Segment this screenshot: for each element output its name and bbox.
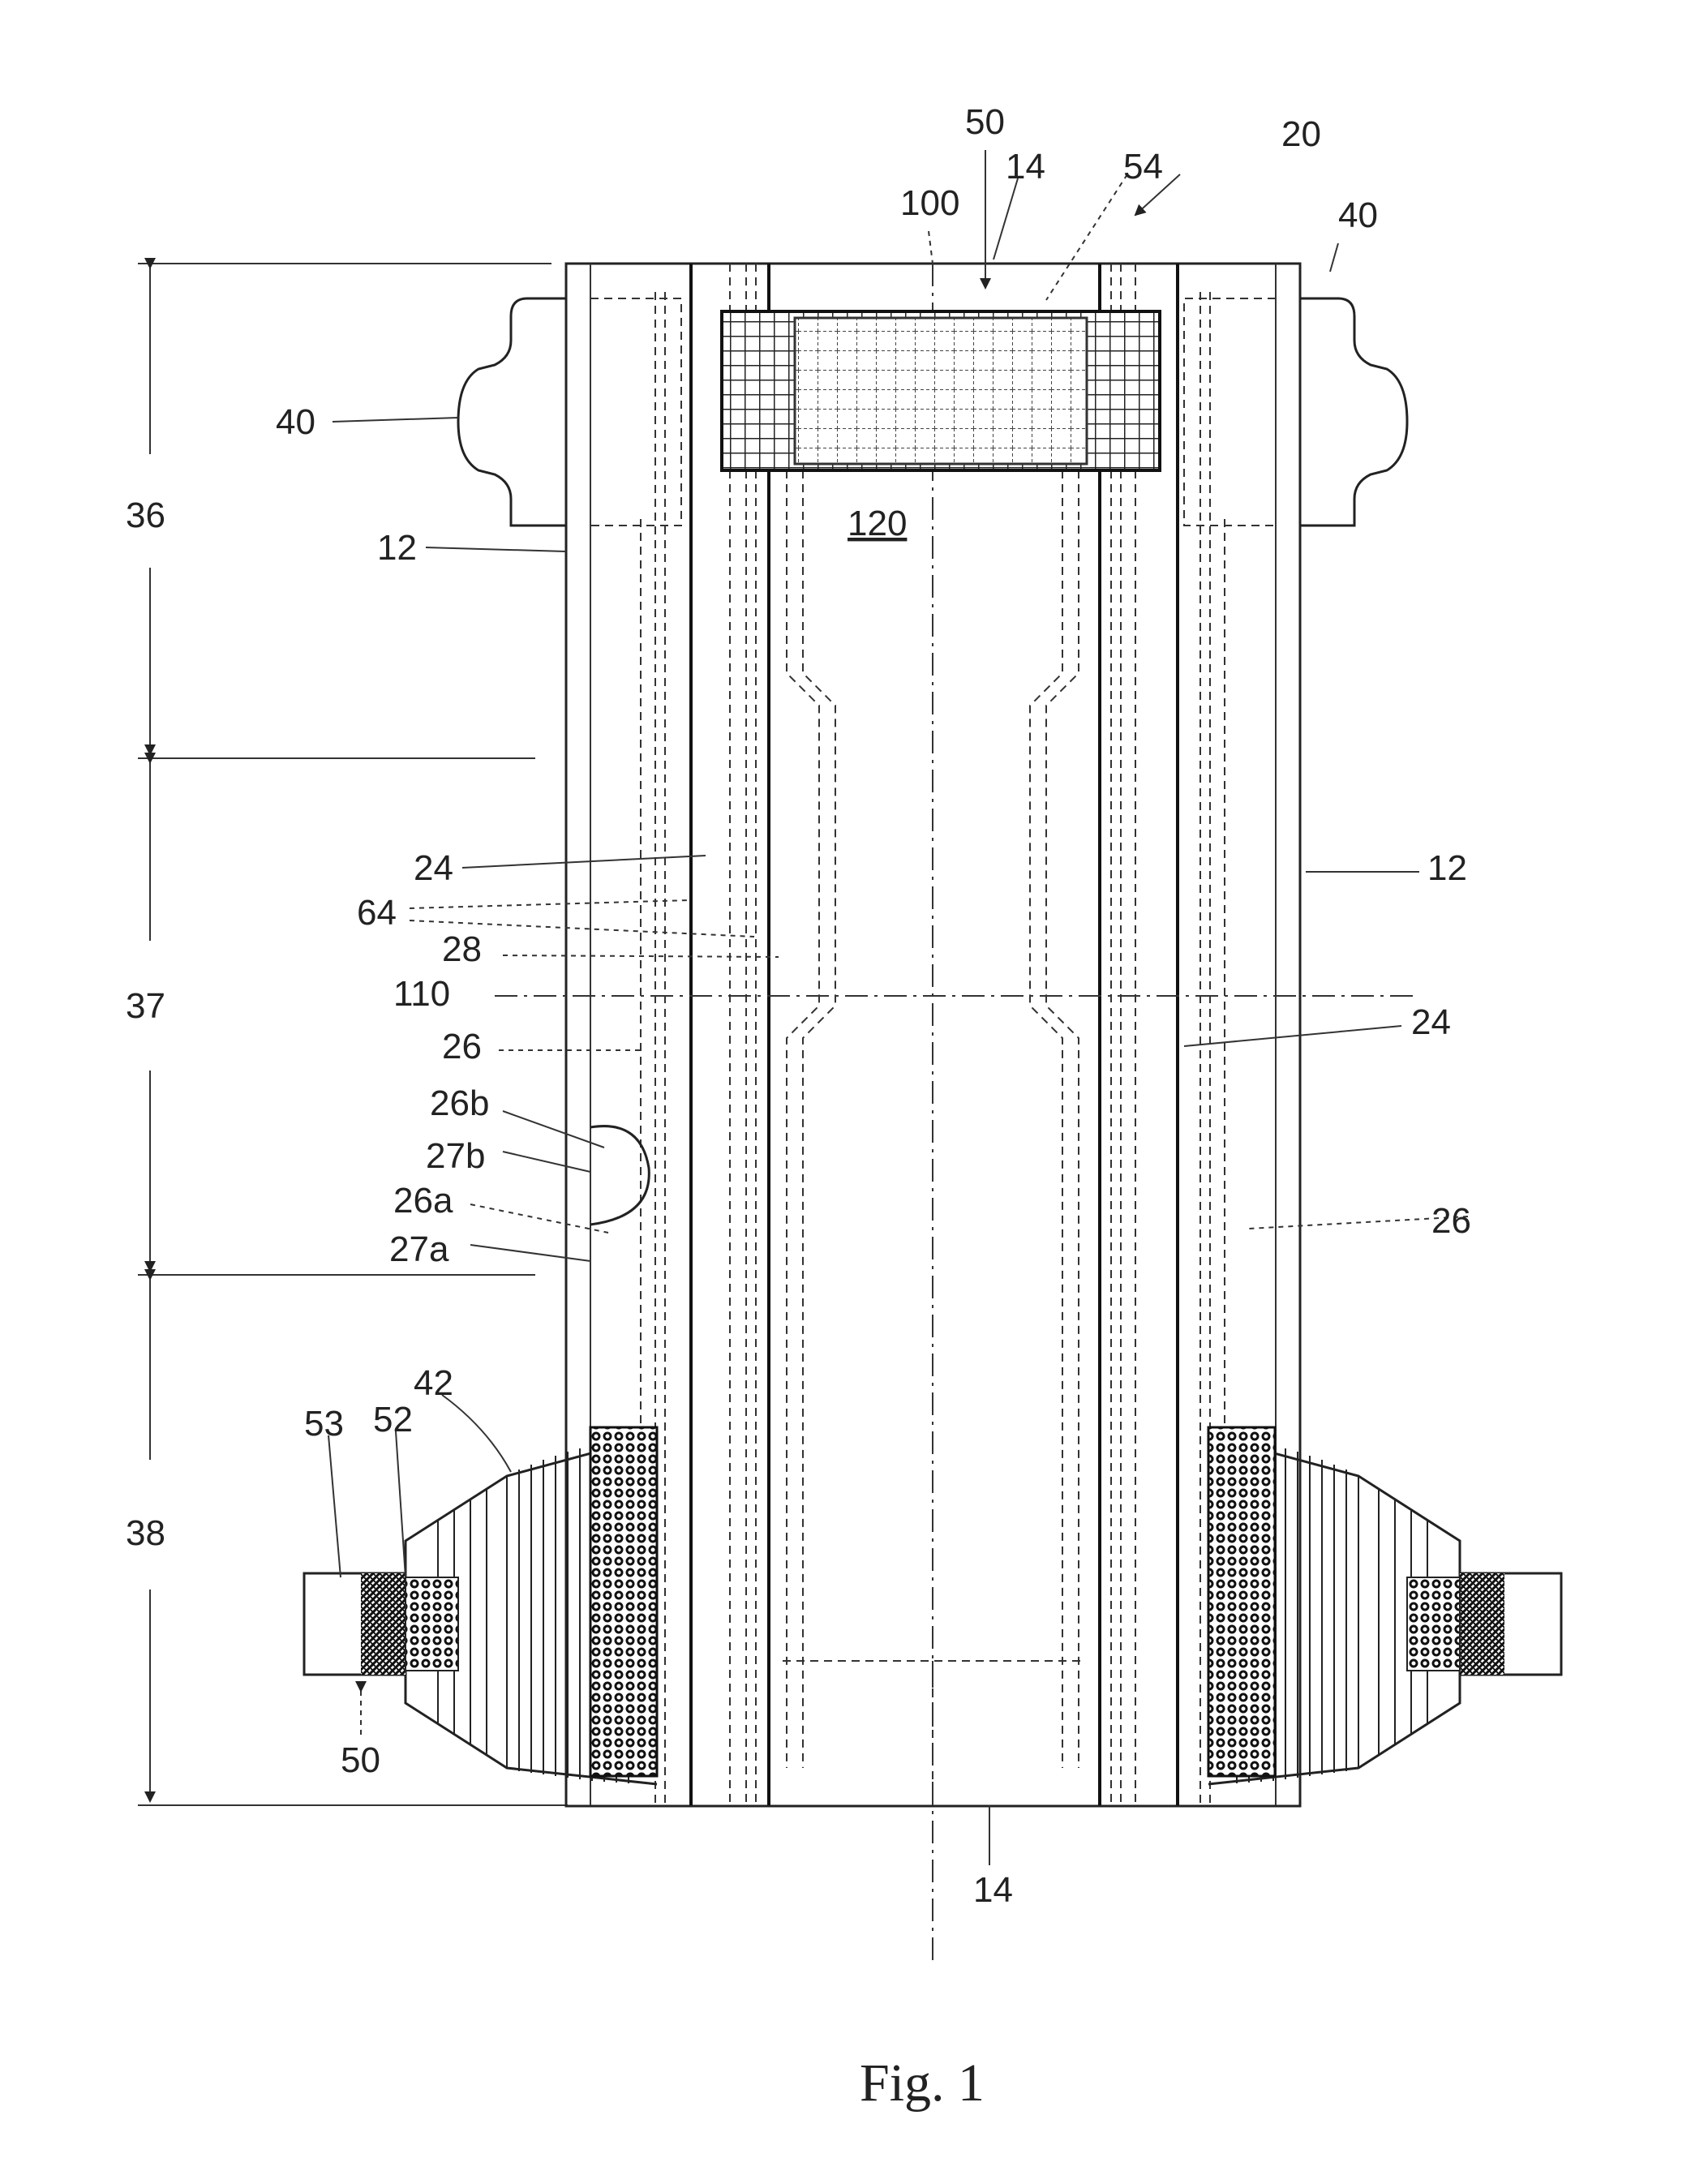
label-12-right: 12 [1427,848,1467,888]
label-12-left: 12 [377,528,417,568]
label-36: 36 [126,496,165,535]
label-54: 54 [1123,147,1163,187]
label-27b: 27b [426,1136,485,1176]
label-26-a: 26 [442,1027,482,1066]
label-64: 64 [357,893,397,933]
back-ear-left [458,298,681,526]
label-40-left: 40 [276,402,315,442]
label-40-right: 40 [1338,195,1378,235]
front-ear-left [304,1427,657,1784]
label-52: 52 [373,1400,413,1439]
back-ear-right [1184,298,1407,526]
label-26b: 26b [430,1083,489,1123]
label-53: 53 [304,1404,344,1444]
figure-caption: Fig. 1 [860,2053,985,2113]
label-14-top: 14 [1006,147,1045,187]
label-38: 38 [126,1513,165,1553]
label-28: 28 [442,929,482,969]
label-100: 100 [900,183,959,223]
front-ear-right [1208,1427,1561,1784]
label-37: 37 [126,986,165,1026]
label-26-b: 26 [1431,1201,1471,1241]
label-42: 42 [414,1363,453,1403]
label-24-b: 24 [1411,1002,1451,1042]
label-27a: 27a [389,1229,449,1269]
label-110: 110 [393,974,450,1014]
label-50-top: 50 [965,102,1005,142]
landing-zone [722,311,1160,470]
label-24-a: 24 [414,848,453,888]
label-20: 20 [1281,114,1321,154]
label-50-bottom: 50 [341,1740,380,1780]
label-26a: 26a [393,1181,453,1221]
label-14-bottom: 14 [973,1870,1013,1910]
label-120: 120 [848,504,907,543]
